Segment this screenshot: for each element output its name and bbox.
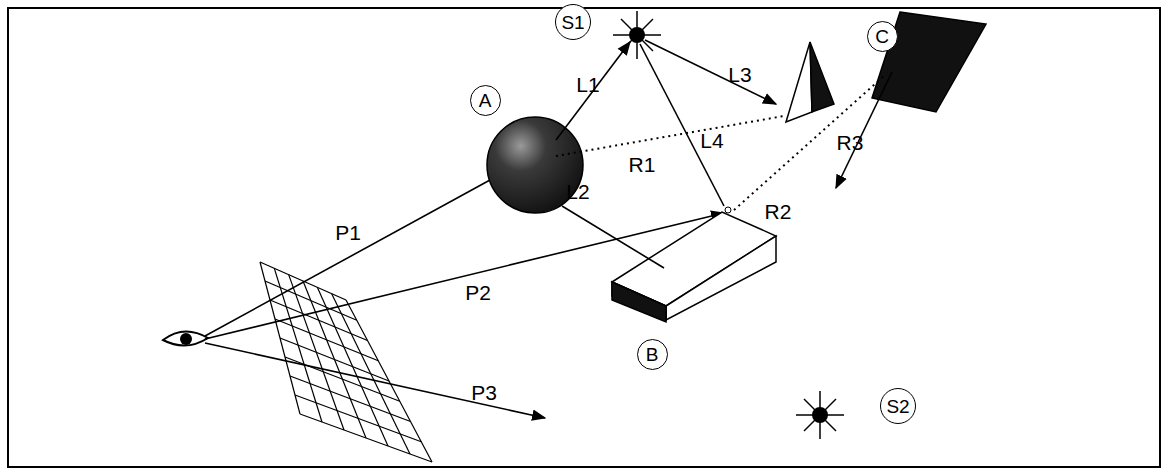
shadow-ray: [645, 40, 776, 104]
hit-point: [725, 207, 731, 213]
callout-letter: S1: [561, 13, 584, 32]
primary-ray: [205, 343, 545, 418]
callout-letter: A: [479, 91, 492, 110]
ray-label: P3: [471, 382, 497, 403]
ray-label: R2: [765, 201, 792, 222]
shadow-ray: [562, 206, 664, 268]
primary-ray: [205, 180, 490, 336]
ray-label: R1: [629, 154, 656, 175]
callout-circle: A: [470, 85, 501, 116]
ray-label: L4: [700, 130, 723, 151]
light-source: [613, 11, 661, 59]
grid-line: [290, 376, 411, 422]
grid-line: [265, 281, 357, 320]
shadow-ray: [640, 44, 724, 206]
callout-letter: C: [875, 27, 889, 46]
frame: [8, 8, 1160, 467]
ray-label: P1: [335, 222, 361, 243]
callout-circle: B: [637, 339, 668, 370]
callout-circle: S2: [880, 388, 916, 424]
grid-line: [260, 262, 346, 300]
ray-label: L3: [728, 64, 751, 85]
grid-line: [275, 319, 378, 361]
pyramid-object: [786, 42, 834, 122]
light-source: [796, 391, 844, 439]
callout-circle: S1: [555, 4, 591, 40]
ray-label: L2: [566, 181, 589, 202]
shadow-ray: [556, 42, 630, 140]
grid-line: [280, 338, 389, 381]
grid-line: [300, 414, 432, 462]
ray-label: P2: [465, 282, 491, 303]
reflected-ray: [836, 72, 892, 188]
callout-letter: S2: [886, 397, 909, 416]
reflected-ray: [734, 76, 884, 210]
box-object: [612, 212, 776, 322]
callout-circle: C: [867, 21, 898, 52]
eye: [163, 331, 208, 345]
ray-label: R3: [837, 132, 864, 153]
callout-letter: B: [646, 345, 659, 364]
reflected-ray: [556, 116, 784, 156]
ray-label: L1: [576, 74, 599, 95]
